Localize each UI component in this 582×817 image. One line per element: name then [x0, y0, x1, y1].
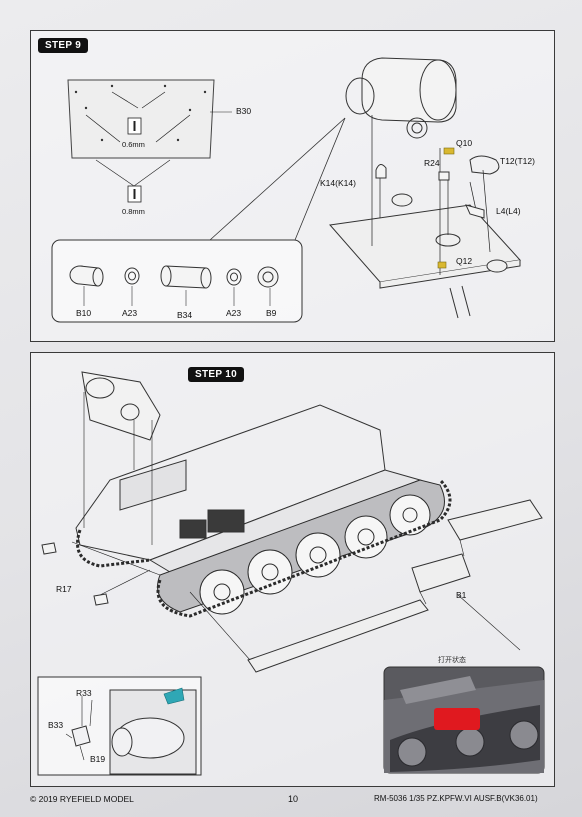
footer-page-number: 10 [288, 794, 299, 804]
hull [75, 404, 422, 576]
label-r24: R24 [424, 158, 440, 168]
step9-drawing [51, 57, 521, 323]
label-b9: B9 [266, 308, 277, 318]
label-b10: B10 [76, 308, 92, 318]
footer-model: RM-5036 1/35 PZ.KPFW.VI AUSF.B(VK36.01) [374, 794, 538, 803]
label-open-state: 打开状态 [438, 657, 466, 664]
label-t12: T12(T12) [500, 156, 535, 166]
drill-icon-06 [127, 117, 142, 135]
label-l4: L4(L4) [496, 206, 521, 216]
running-gear [157, 479, 445, 615]
label-b30: B30 [236, 106, 252, 116]
label-q12: Q12 [456, 256, 473, 266]
label-b1: B1 [456, 590, 467, 600]
step9-badge: STEP 9 [38, 38, 89, 53]
fender-b1 [247, 499, 543, 673]
footer-copyright: © 2019 RYEFIELD MODEL [30, 794, 134, 804]
label-k14: K14(K14) [320, 178, 356, 188]
label-a23-left: A23 [122, 308, 138, 318]
hull-plate [329, 193, 521, 319]
label-r17: R17 [56, 584, 72, 594]
gun-travel-lock [345, 57, 457, 139]
label-q10: Q10 [456, 138, 473, 148]
label-a23-right: A23 [226, 308, 242, 318]
label-b34: B34 [177, 310, 193, 320]
label-r33: R33 [76, 688, 92, 698]
step10-badge: STEP 10 [188, 367, 244, 382]
label-b33: B33 [48, 720, 64, 730]
label-0-6mm: 0.6mm [122, 140, 145, 149]
label-0-8mm: 0.8mm [122, 207, 145, 216]
label-b19: B19 [90, 754, 106, 764]
photo-inset [383, 666, 545, 774]
